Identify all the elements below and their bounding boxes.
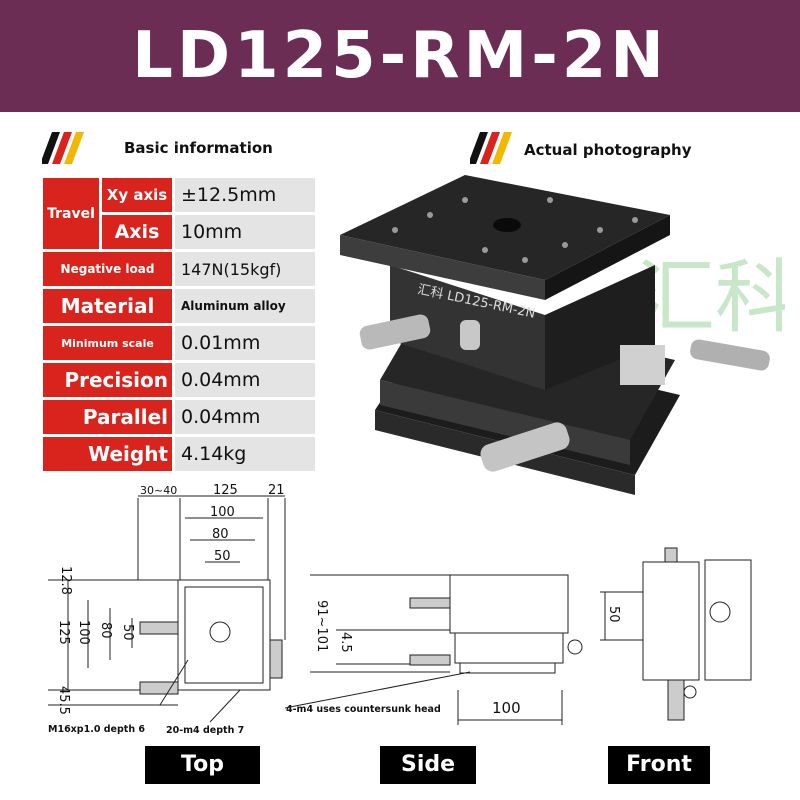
page-title: LD125-RM-2N — [132, 19, 668, 93]
product-photo: 汇科 汇科 LD125-RM-2N — [340, 175, 785, 495]
parallel-label: Parallel — [43, 400, 172, 434]
dim-125-vertical: 125 — [56, 620, 71, 645]
precision-value: 0.04mm — [175, 363, 315, 397]
view-label-front: Front — [608, 746, 710, 784]
negative-load-value: 147N(15kgf) — [175, 252, 315, 286]
weight-label: Weight — [43, 437, 172, 471]
weight-value: 4.14kg — [175, 437, 315, 471]
dim-100-vertical: 100 — [76, 620, 91, 645]
dim-50-front: 50 — [606, 606, 621, 623]
negative-load-label: Negative load — [43, 252, 172, 286]
xy-axis-label: Xy axis — [102, 178, 172, 212]
note-m16: M16xp1.0 depth 6 — [48, 724, 145, 735]
view-label-side: Side — [380, 746, 476, 784]
dim-100-side: 100 — [492, 699, 521, 717]
dim-100-top: 100 — [210, 505, 235, 520]
travel-label: Travel — [43, 178, 99, 249]
note-20-m4: 20-m4 depth 7 — [166, 725, 244, 736]
title-banner: LD125-RM-2N — [0, 0, 800, 112]
view-label-top: Top — [145, 746, 260, 784]
watermark-text: 汇科 — [635, 251, 785, 344]
technical-drawings: 30~40 125 21 100 80 50 12.8 125 100 80 5… — [48, 483, 752, 736]
basic-information-heading: Basic information — [124, 139, 273, 157]
minimum-scale-label: Minimum scale — [43, 326, 172, 360]
stripes-icon — [42, 132, 84, 164]
axis-label: Axis — [102, 215, 172, 249]
dim-91-101: 91~101 — [314, 600, 329, 652]
dim-45-5: 45.5 — [56, 686, 71, 715]
material-label: Material — [43, 289, 172, 323]
spec-table: Travel Xy axis ±12.5mm Axis 10mm Negativ… — [40, 175, 318, 474]
dim-21: 21 — [268, 483, 285, 498]
actual-photography-heading: Actual photography — [524, 141, 692, 159]
dim-30-40: 30~40 — [140, 484, 177, 497]
dim-4-5: 4.5 — [338, 632, 353, 653]
dim-12-8: 12.8 — [58, 566, 73, 595]
dim-80-vertical: 80 — [98, 622, 113, 639]
minimum-scale-value: 0.01mm — [175, 326, 315, 360]
note-4-m4: 4-m4 uses countersunk head — [286, 704, 441, 715]
material-value: Aluminum alloy — [175, 289, 315, 323]
dim-125-top: 125 — [213, 483, 238, 498]
precision-label: Precision — [43, 363, 172, 397]
dim-80-top: 80 — [212, 527, 229, 542]
axis-value: 10mm — [175, 215, 315, 249]
parallel-value: 0.04mm — [175, 400, 315, 434]
xy-axis-value: ±12.5mm — [175, 178, 315, 212]
dim-50-top: 50 — [214, 549, 231, 564]
dim-50-vertical: 50 — [120, 624, 135, 641]
stripes-icon — [470, 132, 512, 164]
